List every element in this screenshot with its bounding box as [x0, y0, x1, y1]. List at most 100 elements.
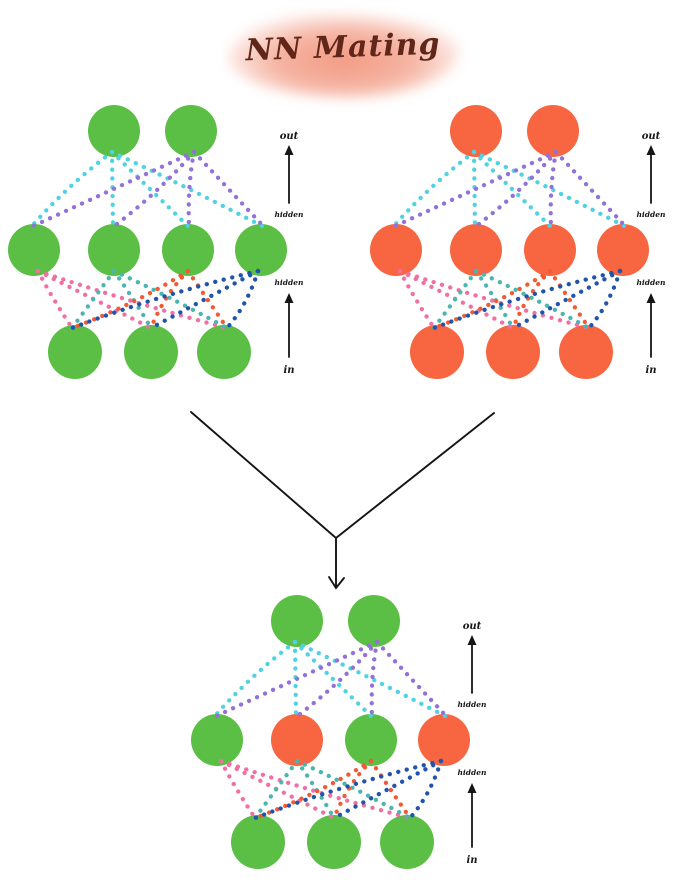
parent-green-out-node-1: [88, 105, 140, 157]
axis-label-out: out: [280, 131, 299, 142]
weight-connection: [109, 149, 116, 230]
parent-green-hidden-node-4: [235, 224, 287, 276]
layer-axis: out hidden: [636, 131, 665, 219]
weight-connection: [407, 758, 444, 821]
parent-orange-hidden-node-2: [450, 224, 502, 276]
arrow-from-green-parent: [190, 411, 337, 539]
child-out-node-1: [271, 595, 323, 647]
axis-label-hidden: hidden: [636, 210, 665, 219]
weight-connection: [548, 149, 559, 230]
weight-connection: [294, 758, 413, 821]
parent-green-hidden-node-2: [88, 224, 140, 276]
axis-label-out: out: [463, 621, 482, 632]
weight-connection: [69, 268, 117, 331]
axis-arrowhead-up-icon: [284, 293, 294, 303]
weight-connection: [431, 268, 479, 331]
weight-connection: [547, 268, 592, 331]
weight-connection: [109, 149, 267, 230]
weight-connection: [28, 149, 115, 230]
weight-connection: [148, 268, 191, 331]
parent-orange-out-node-2: [527, 105, 579, 157]
weight-connection: [211, 639, 298, 720]
child-hidden-node-3: [345, 714, 397, 766]
weight-connection: [390, 149, 477, 230]
arrow-from-orange-parent: [335, 412, 495, 539]
weight-connection: [292, 639, 375, 720]
parent-orange-out-node-1: [450, 105, 502, 157]
weight-connection: [186, 149, 197, 230]
weight-connection: [586, 268, 623, 331]
weight-connection: [35, 268, 230, 331]
weight-connection: [473, 268, 592, 331]
weight-connection: [292, 639, 450, 720]
parent-orange-in-node-1: [410, 325, 464, 379]
axis-arrowhead-up-icon: [467, 783, 477, 793]
child-in-node-1: [231, 815, 285, 869]
axis-label-in: in: [283, 365, 294, 376]
weight-connection: [471, 149, 478, 230]
nodes-layer: [8, 105, 287, 379]
weight-connection: [331, 758, 374, 821]
axis-label-hidden: hidden: [636, 278, 665, 287]
axis-arrowhead-up-icon: [646, 145, 656, 155]
parent-orange-hidden-node-1: [370, 224, 422, 276]
weight-connection: [211, 639, 380, 720]
weight-connection: [397, 268, 592, 331]
child-hidden-node-4: [418, 714, 470, 766]
parent-orange-hidden-node-4: [597, 224, 649, 276]
nodes-layer: [191, 595, 470, 869]
weight-connection: [471, 149, 554, 230]
connections-layer: [211, 639, 450, 821]
weight-connection: [28, 149, 197, 230]
weight-connection: [293, 639, 380, 720]
child-in-node-3: [380, 815, 434, 869]
weight-connection: [471, 149, 629, 230]
layer-axis: out hidden: [457, 621, 486, 709]
axis-arrowhead-up-icon: [284, 145, 294, 155]
axis-label-in: in: [645, 365, 656, 376]
weight-connection: [252, 758, 444, 821]
weight-connection: [331, 758, 444, 821]
layer-axis: hidden in: [274, 278, 303, 376]
mating-arrows-group: [190, 411, 495, 590]
child-hidden-node-2: [271, 714, 323, 766]
weight-connection: [191, 149, 267, 230]
weight-connection: [292, 639, 299, 720]
nodes-layer: [370, 105, 649, 379]
parent-network-orange: out hidden hidden in: [370, 105, 666, 379]
parent-network-green: out hidden hidden in: [8, 105, 304, 379]
weight-connection: [252, 758, 374, 821]
layer-axis: hidden in: [636, 278, 665, 376]
weight-connection: [510, 268, 623, 331]
parent-green-hidden-node-1: [8, 224, 60, 276]
weight-connection: [510, 268, 553, 331]
parent-orange-in-node-3: [559, 325, 613, 379]
child-in-node-2: [307, 815, 361, 869]
parent-orange-in-node-2: [486, 325, 540, 379]
weight-connection: [110, 149, 197, 230]
axis-label-hidden: hidden: [274, 210, 303, 219]
axis-label-hidden: hidden: [457, 700, 486, 709]
weight-connection: [369, 639, 380, 720]
weight-connection: [252, 758, 300, 821]
weight-connection: [185, 268, 230, 331]
parent-green-in-node-3: [197, 325, 251, 379]
axis-label-hidden: hidden: [274, 278, 303, 287]
axis-label-hidden: hidden: [457, 768, 486, 777]
weight-connection: [374, 639, 450, 720]
parent-green-out-node-2: [165, 105, 217, 157]
weight-connection: [148, 268, 261, 331]
axis-arrowhead-up-icon: [467, 635, 477, 645]
parent-green-in-node-1: [48, 325, 102, 379]
parent-orange-hidden-node-3: [524, 224, 576, 276]
axis-label-out: out: [642, 131, 661, 142]
parent-green-hidden-node-3: [162, 224, 214, 276]
axis-arrowhead-up-icon: [646, 293, 656, 303]
layer-axis: out hidden: [274, 131, 303, 219]
weight-connection: [553, 149, 629, 230]
child-out-node-2: [348, 595, 400, 647]
weight-connection: [390, 149, 559, 230]
